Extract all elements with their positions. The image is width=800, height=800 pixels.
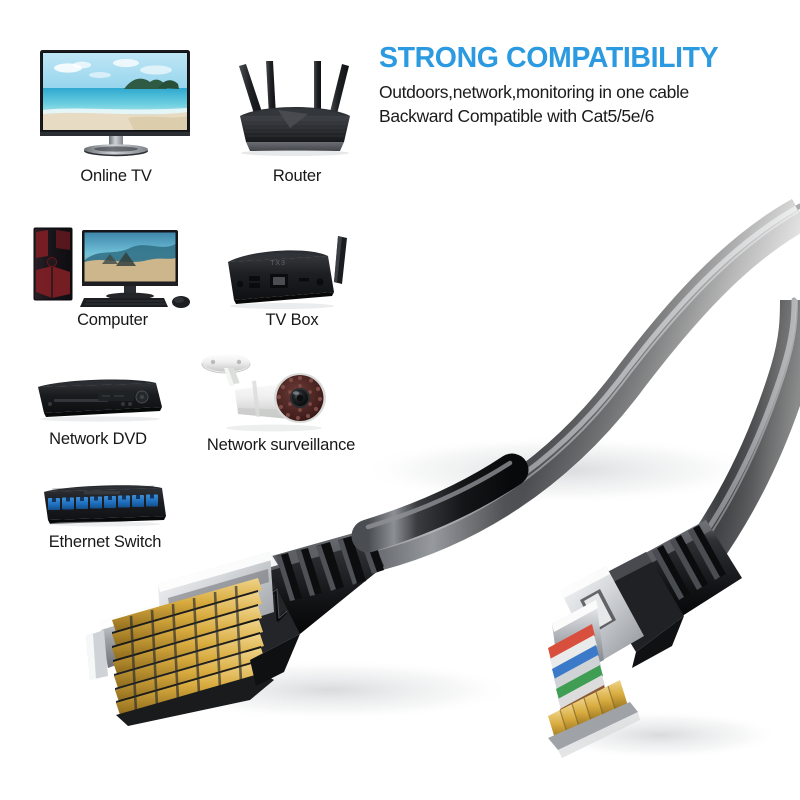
device-label-ethernet-switch: Ethernet Switch (48, 533, 162, 551)
page-title: STRONG COMPATIBILITY (379, 42, 719, 74)
network-switch-icon (44, 485, 166, 527)
desktop-computer-icon (33, 227, 190, 308)
device-computer (30, 222, 195, 310)
cable-segment-left-stub (351, 453, 529, 553)
tv-box-ports (236, 274, 324, 288)
device-label-network-surveillance: Network surveillance (206, 436, 356, 454)
computer-keyboard (80, 298, 168, 307)
connector-left-shield (86, 552, 278, 680)
camera-mount (201, 353, 251, 386)
connector-right-boot (640, 520, 742, 620)
device-network-dvd (32, 373, 166, 423)
security-camera-icon (201, 353, 326, 432)
connector-right-housing (592, 552, 684, 668)
monitor-icon (40, 50, 190, 157)
tv-box-icon: TX3 (228, 236, 347, 309)
headline-block: STRONG COMPATIBILITY Outdoors,network,mo… (379, 44, 789, 128)
subtitle-line-1: Outdoors,network,monitoring in one cable (379, 81, 689, 102)
device-router (222, 52, 372, 157)
computer-monitor (82, 230, 178, 300)
camera-ir-ring (274, 373, 326, 423)
connector-right-gold-contacts (548, 680, 640, 758)
device-label-router: Router (272, 167, 322, 185)
device-ethernet-switch (38, 482, 170, 527)
dvd-player-icon (38, 379, 162, 422)
device-online-tv (38, 48, 194, 158)
connector-right (548, 520, 742, 758)
wifi-router-icon (239, 61, 350, 156)
device-tv-box: TX3 (216, 230, 368, 312)
connector-left-housing (206, 560, 300, 660)
switch-ports (48, 494, 158, 510)
device-label-tv-box: TV Box (265, 311, 319, 329)
router-antennas (239, 61, 349, 120)
device-label-network-dvd: Network DVD (49, 430, 147, 448)
tv-box-brand: TX3 (270, 260, 286, 267)
connector-left (86, 529, 384, 726)
subtitle-line-2: Backward Compatible with Cat5/5e/6 (379, 106, 655, 127)
device-network-surveillance (200, 348, 340, 434)
device-label-computer: Computer (77, 311, 148, 329)
cable-segment-lower (643, 297, 800, 624)
connector-left-gold-contacts (112, 578, 266, 715)
cable-segment-upper (348, 198, 800, 578)
computer-tower (33, 227, 73, 301)
connector-right-shield (552, 566, 644, 682)
connector-left-boot (258, 529, 384, 634)
connector-right-wire-pairs (548, 624, 607, 720)
device-label-online-tv: Online TV (80, 167, 152, 185)
